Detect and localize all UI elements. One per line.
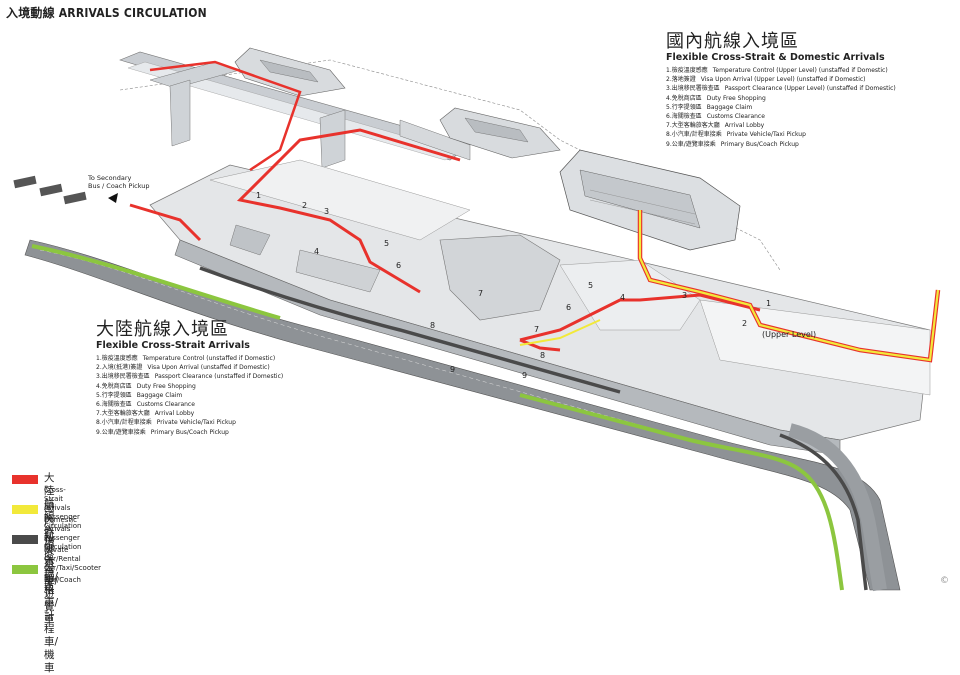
domestic-heading-zh: 國內航線入境區 [666,31,799,52]
marker-right-4: 4 [620,293,626,302]
domestic-route-exit [519,319,601,346]
marker-left-7: 7 [478,289,484,298]
arrow-icon [108,193,118,203]
copyright-mark: © [940,576,949,586]
domestic-heading-en: Flexible Cross-Strait & Domestic Arrival… [666,52,885,63]
marker-right-5: 5 [588,281,594,290]
marker-left-5: 5 [384,239,390,248]
marker-left-8: 8 [430,321,436,330]
marker-left-3: 3 [324,207,330,216]
marker-right-9: 9 [522,371,528,380]
bus-route-line-3 [798,468,844,591]
marker-left-2: 2 [302,201,308,210]
terminal-building [149,159,931,456]
legend-swatch-yellow [12,505,38,514]
marker-left-9: 9 [450,365,456,374]
marker-left-4: 4 [314,247,320,256]
ship-small-1-icon [234,47,346,97]
marker-right-3: 3 [682,291,688,300]
marker-right-7: 7 [534,325,540,334]
legend-swatch-dark [12,535,38,544]
ship-large-icon [559,149,741,251]
cross-strait-route-exit [519,338,561,352]
bus-route-line [31,244,281,320]
domestic-route-line [638,210,940,362]
domestic-arrivals-block: 國內航線入境區 Flexible Cross-Strait & Domestic… [666,32,896,149]
cross-strait-route-upper [149,60,302,172]
marker-left-1: 1 [256,191,262,200]
mainland-heading-zh: 大陸航線入境區 [96,319,229,340]
car-route-line [199,266,621,394]
legend-swatch-red [12,475,38,484]
bus-route-line-2 [519,393,802,472]
legend-swatch-green [12,565,38,574]
upper-level-label: (Upper Level) [762,330,817,339]
ship-small-2-icon [439,107,561,159]
marker-right-2: 2 [742,319,748,328]
terminal-axonometric-drawing [13,47,941,592]
mainland-arrivals-block: 大陸航線入境區 Flexible Cross-Strait Arrivals 1… [96,320,283,437]
car-route-line-2 [779,433,868,591]
mainland-heading-en: Flexible Cross-Strait Arrivals [96,340,250,351]
marker-left-6: 6 [396,261,402,270]
marker-right-8: 8 [540,351,546,360]
secondary-bus-label-line1: To Secondary [88,174,132,182]
marker-right-6: 6 [566,303,572,312]
cross-strait-route-right [519,293,761,342]
secondary-bus-label-line2: Bus / Coach Pickup [88,182,150,190]
page-title: 入境動線 ARRIVALS CIRCULATION [6,6,207,20]
arrivals-circulation-diagram [13,47,941,592]
bus-icons [13,175,87,205]
marker-right-1: 1 [766,299,772,308]
cross-strait-route-line [236,128,461,294]
cross-strait-route-left [129,203,202,242]
